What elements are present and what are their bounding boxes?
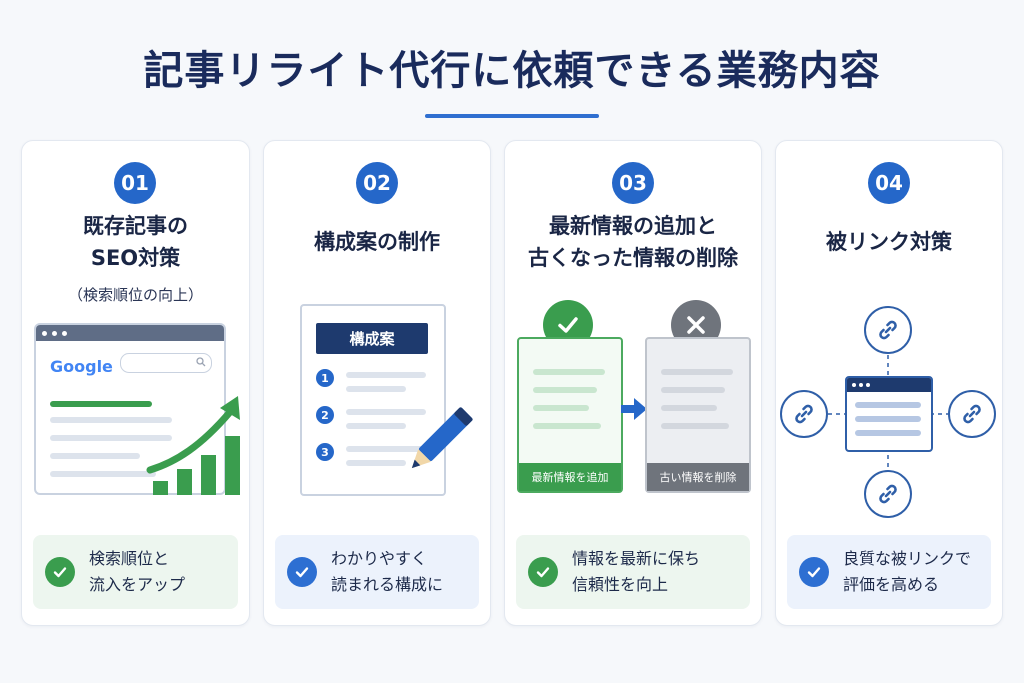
growth-bar bbox=[225, 436, 240, 495]
benefit-box: 良質な被リンクで 評価を高める bbox=[787, 535, 991, 609]
old-info-label: 古い情報を削除 bbox=[647, 463, 749, 491]
page-title: 記事リライト代行に依頼できる業務内容 bbox=[143, 48, 881, 94]
browser-icon bbox=[845, 376, 933, 452]
benefit-line-2: 読まれる構成に bbox=[331, 575, 444, 594]
growth-arrow-icon bbox=[146, 396, 240, 474]
card-subtitle: （検索順位の向上） bbox=[67, 286, 203, 304]
benefit-line-1: 情報を最新に保ち bbox=[572, 549, 701, 568]
card-seo: 01 既存記事の SEO対策 （検索順位の向上） Google 検索順位と bbox=[21, 140, 250, 626]
doc-line bbox=[533, 405, 589, 411]
google-logo: Google bbox=[50, 357, 113, 376]
growth-bar bbox=[153, 481, 168, 495]
doc-line bbox=[533, 369, 605, 375]
doc-line bbox=[346, 372, 426, 378]
card-backlinks: 04 被リンク対策 良質な被リンクで 評価を高める bbox=[775, 140, 1003, 626]
check-icon bbox=[528, 557, 558, 587]
benefit-line-2: 流入をアップ bbox=[89, 575, 186, 594]
new-info-label: 最新情報を追加 bbox=[519, 463, 621, 491]
card-title-line-2: SEO対策 bbox=[90, 246, 181, 270]
benefit-line-1: 良質な被リンクで bbox=[843, 549, 972, 568]
doc-line bbox=[346, 446, 426, 452]
card-title-line-1: 最新情報の追加と bbox=[549, 214, 717, 238]
old-info-document: 古い情報を削除 bbox=[645, 337, 751, 493]
doc-line bbox=[533, 423, 601, 429]
link-icon bbox=[948, 390, 996, 438]
doc-line bbox=[661, 405, 717, 411]
card-title-line-1: 被リンク対策 bbox=[826, 230, 952, 254]
link-icon bbox=[864, 306, 912, 354]
check-icon bbox=[287, 557, 317, 587]
card-number: 03 bbox=[612, 162, 654, 204]
doc-line bbox=[533, 387, 597, 393]
doc-item-number: 1 bbox=[316, 369, 334, 387]
card-title-line-1: 構成案の制作 bbox=[314, 230, 440, 254]
card-number: 02 bbox=[356, 162, 398, 204]
result-line bbox=[50, 417, 172, 423]
search-icon bbox=[196, 357, 206, 367]
benefit-line-1: 検索順位と bbox=[89, 549, 170, 568]
doc-line bbox=[346, 423, 406, 429]
title-underline bbox=[425, 114, 599, 118]
card-number: 04 bbox=[868, 162, 910, 204]
new-info-document: 最新情報を追加 bbox=[517, 337, 623, 493]
doc-line bbox=[661, 369, 733, 375]
doc-line bbox=[346, 386, 406, 392]
benefit-box: 情報を最新に保ち 信頼性を向上 bbox=[516, 535, 750, 609]
result-line bbox=[50, 453, 140, 459]
result-line bbox=[50, 471, 156, 477]
link-icon bbox=[864, 470, 912, 518]
browser-titlebar bbox=[36, 325, 224, 341]
check-icon bbox=[45, 557, 75, 587]
card-structure: 02 構成案の制作 構成案 1 2 3 わかりやすく 読まれる構成に bbox=[263, 140, 491, 626]
benefit-line-2: 評価を高める bbox=[843, 575, 940, 594]
growth-bar bbox=[177, 469, 192, 495]
result-line bbox=[50, 435, 172, 441]
doc-line bbox=[346, 460, 406, 466]
doc-item-number: 2 bbox=[316, 406, 334, 424]
benefit-box: わかりやすく 読まれる構成に bbox=[275, 535, 479, 609]
doc-line bbox=[661, 423, 729, 429]
card-title-line-1: 既存記事の bbox=[83, 214, 188, 238]
doc-line bbox=[661, 387, 725, 393]
check-icon bbox=[799, 557, 829, 587]
pencil-icon bbox=[411, 407, 473, 469]
arrow-right-icon bbox=[621, 398, 647, 420]
link-icon bbox=[780, 390, 828, 438]
search-bar bbox=[120, 353, 212, 373]
doc-item-number: 3 bbox=[316, 443, 334, 461]
doc-line bbox=[346, 409, 426, 415]
result-line-highlight bbox=[50, 401, 152, 407]
card-number: 01 bbox=[114, 162, 156, 204]
benefit-box: 検索順位と 流入をアップ bbox=[33, 535, 238, 609]
growth-bar bbox=[201, 455, 216, 495]
card-title-line-2: 古くなった情報の削除 bbox=[528, 246, 738, 270]
browser-illustration: Google bbox=[34, 323, 226, 495]
benefit-line-1: わかりやすく bbox=[331, 549, 428, 568]
benefit-line-2: 信頼性を向上 bbox=[572, 575, 669, 594]
card-update: 03 最新情報の追加と 古くなった情報の削除 最新情報を追加 古い情報を削除 情… bbox=[504, 140, 762, 626]
doc-header: 構成案 bbox=[316, 323, 428, 354]
